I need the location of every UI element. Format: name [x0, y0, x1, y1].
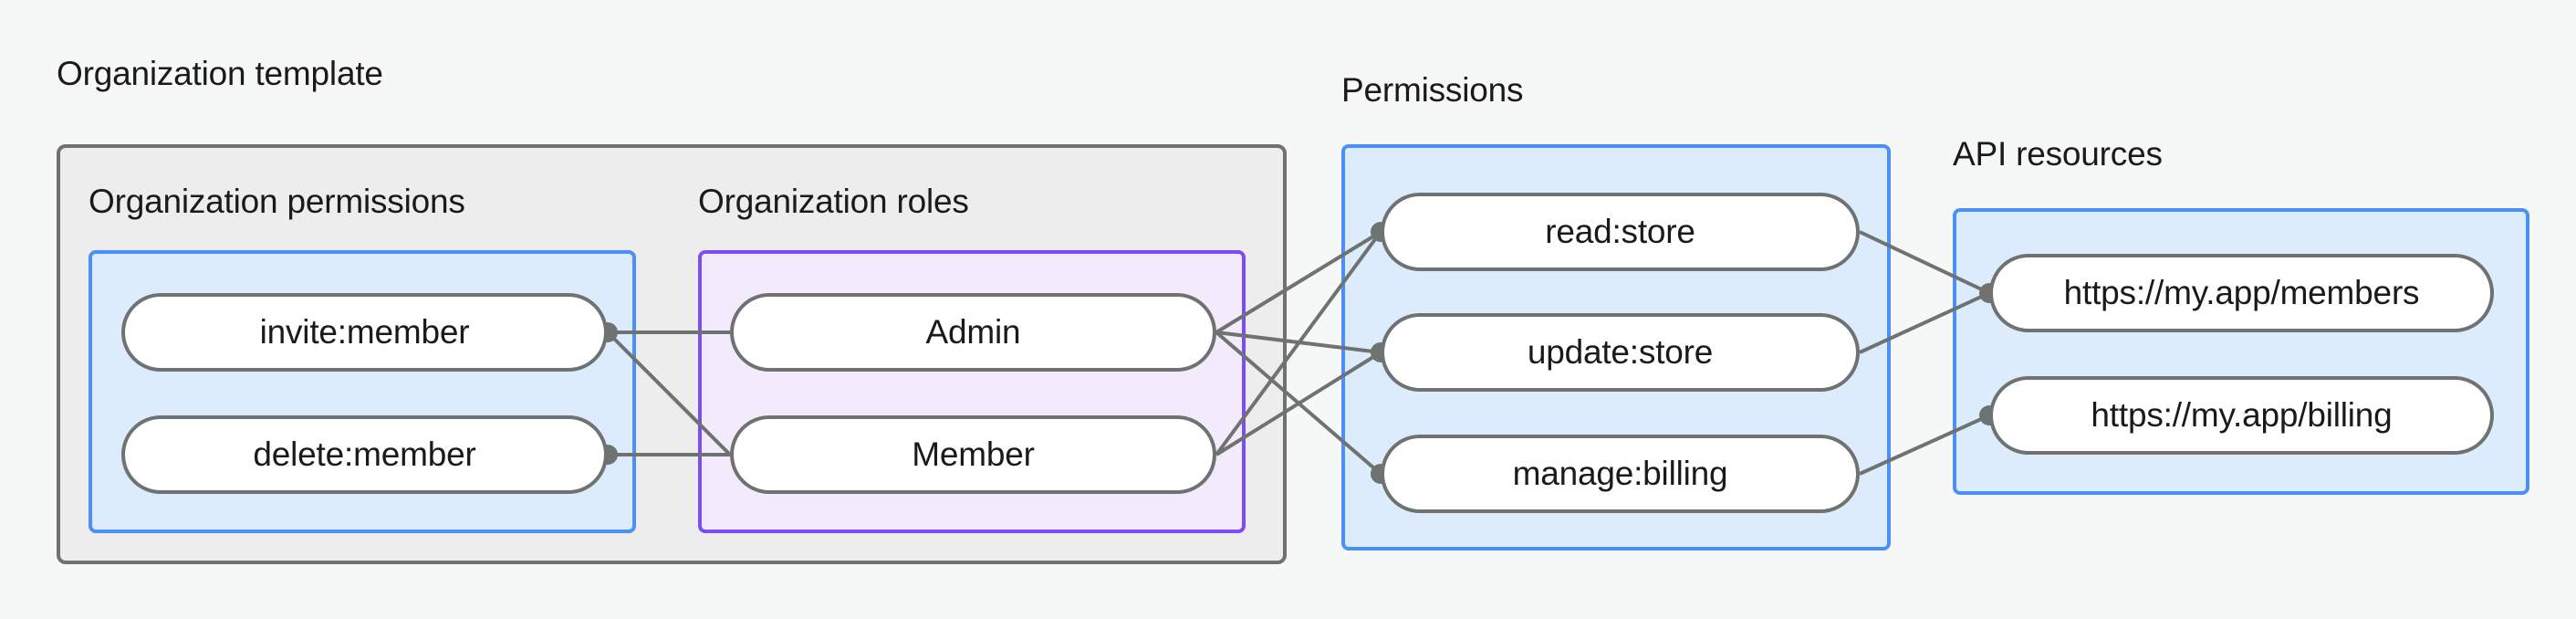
organization-permissions-title: Organization permissions [89, 183, 465, 220]
node-delete-member[interactable]: delete:member [121, 415, 608, 494]
node-member[interactable]: Member [730, 415, 1216, 494]
node-read-store[interactable]: read:store [1381, 193, 1860, 271]
node-manage-billing[interactable]: manage:billing [1381, 435, 1860, 513]
api-resources-title: API resources [1953, 135, 2163, 173]
node-admin[interactable]: Admin [730, 293, 1216, 372]
node-billing-url[interactable]: https://my.app/billing [1989, 376, 2494, 455]
node-members-url[interactable]: https://my.app/members [1989, 254, 2494, 332]
organization-template-title: Organization template [57, 55, 383, 92]
permissions-title: Permissions [1341, 71, 1524, 109]
node-invite-member[interactable]: invite:member [121, 293, 608, 372]
organization-roles-title: Organization roles [698, 183, 969, 220]
node-update-store[interactable]: update:store [1381, 313, 1860, 392]
